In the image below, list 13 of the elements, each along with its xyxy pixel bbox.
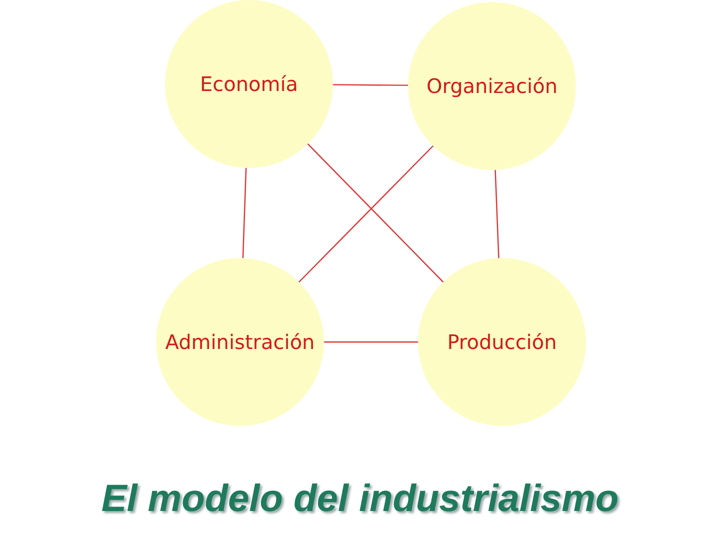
circle-node xyxy=(418,258,586,426)
node-label: Economía xyxy=(200,72,298,96)
circle-node xyxy=(165,0,333,168)
node-label: Administración xyxy=(165,330,315,354)
diagram-title: El modelo del industrialismo xyxy=(100,478,620,521)
node-label: Producción xyxy=(447,330,557,354)
connector-line xyxy=(332,84,408,86)
circle-node xyxy=(156,258,324,426)
circle-node xyxy=(408,2,576,170)
connector-line xyxy=(494,170,500,258)
connector-line xyxy=(324,341,418,343)
node-label: Organización xyxy=(426,74,558,98)
connector-line xyxy=(242,168,247,258)
